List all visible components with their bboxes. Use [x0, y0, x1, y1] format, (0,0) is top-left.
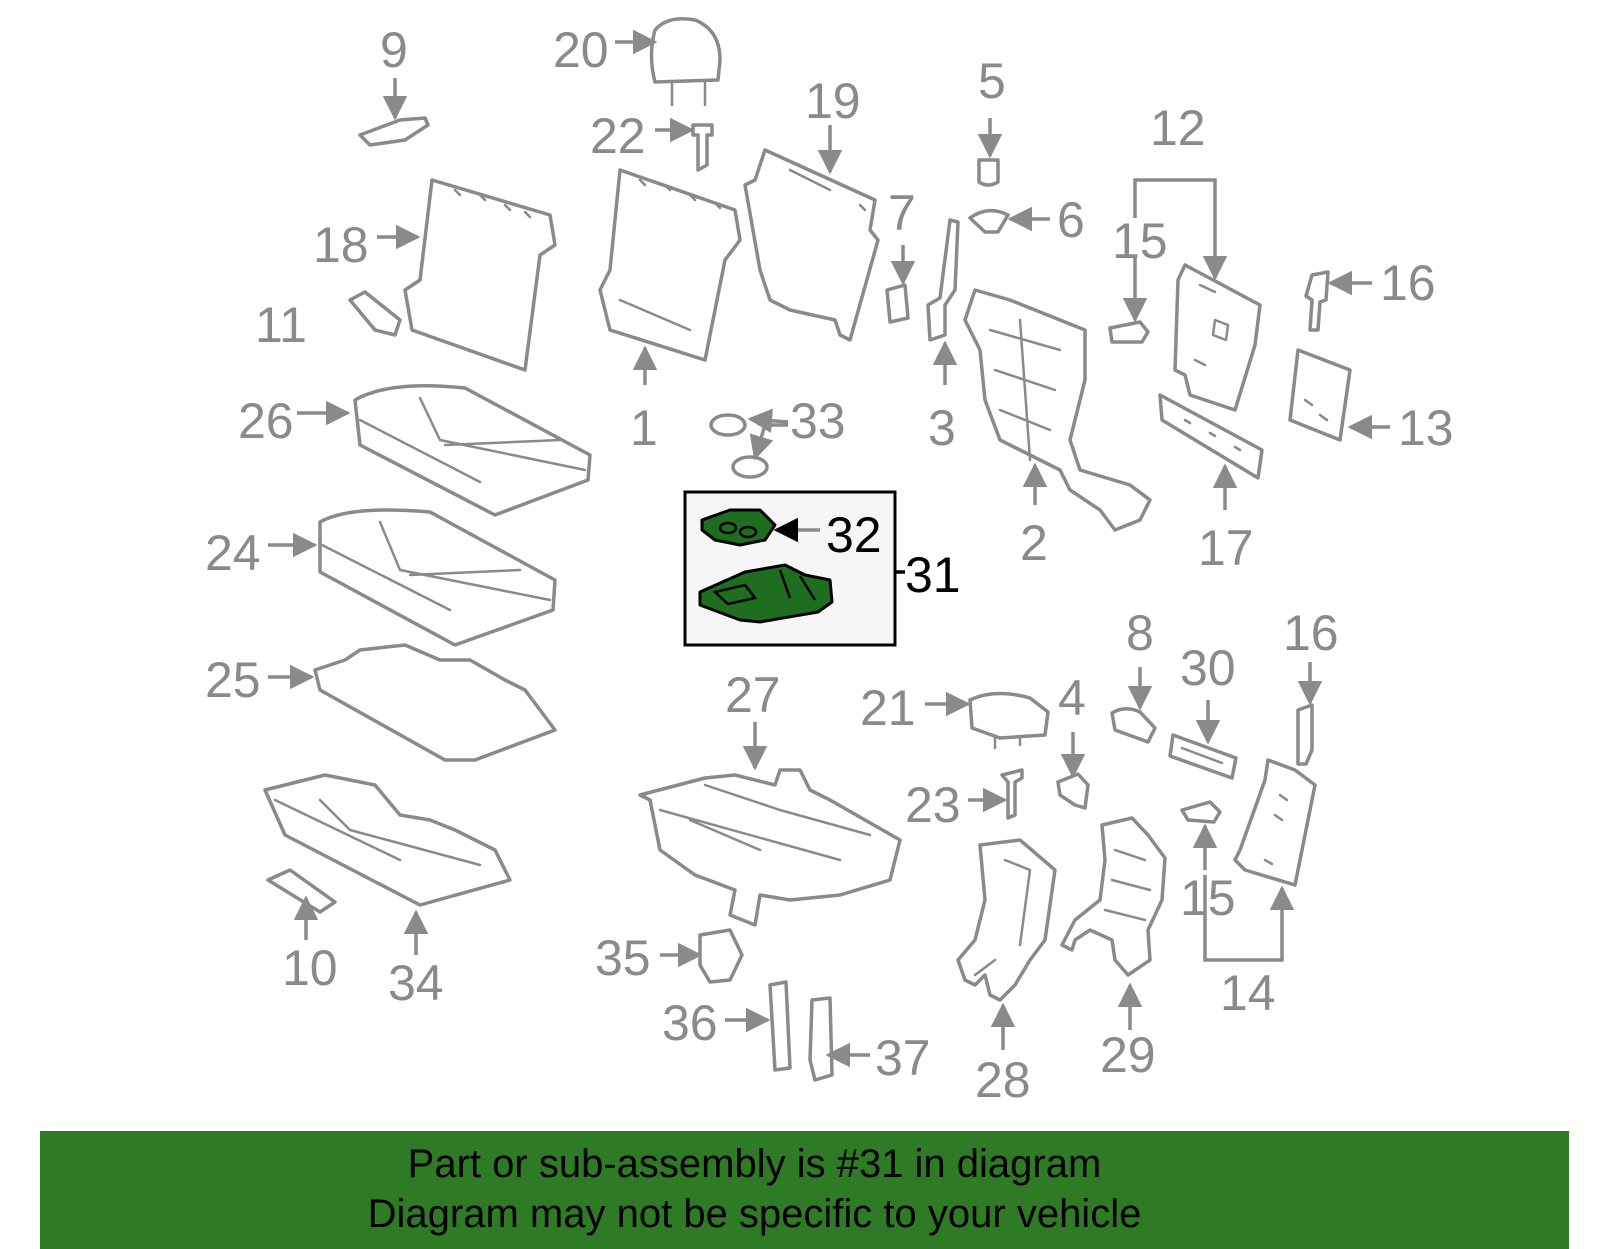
callout-28: 28 [975, 1052, 1031, 1108]
callout-35: 35 [595, 930, 651, 986]
part-16-clip-upper [1304, 270, 1330, 332]
callout-26: 26 [238, 393, 294, 449]
callout-30: 30 [1180, 640, 1236, 696]
callout-19: 19 [805, 73, 861, 129]
banner-part-note: Part or sub-assembly is #31 in diagram [407, 1142, 1102, 1186]
callout-12: 12 [1150, 100, 1206, 156]
callout-8: 8 [1126, 605, 1154, 661]
part-27-console-base [638, 768, 902, 927]
callout-1: 1 [630, 400, 658, 456]
part-15-bolt-lower [1180, 800, 1222, 824]
part-26-cushion [353, 383, 592, 517]
callout-4: 4 [1058, 670, 1086, 726]
callout-25: 25 [205, 652, 261, 708]
part-25-pad [313, 643, 557, 762]
callout-23: 23 [905, 777, 961, 833]
part-22-pin [691, 123, 714, 172]
part-34-tray [263, 773, 512, 907]
part-13-panel [1288, 348, 1352, 442]
part-19-back-board [743, 148, 880, 342]
callout-18: 18 [313, 217, 369, 273]
highlight-box-31 [683, 490, 897, 647]
part-35-clip [698, 928, 744, 984]
info-banner: Part or sub-assembly is #31 in diagram D… [40, 1131, 1569, 1249]
callout-2: 2 [1020, 515, 1048, 571]
part-20-headrest [649, 17, 722, 107]
callout-36: 36 [662, 995, 718, 1051]
part-3-bracket [926, 218, 960, 342]
callout-32: 32 [826, 507, 882, 563]
callout-17: 17 [1198, 520, 1254, 576]
part-16-clip-lower [1296, 703, 1314, 766]
callout-24: 24 [205, 525, 261, 581]
callout-5: 5 [978, 53, 1006, 109]
callout-6: 6 [1057, 192, 1085, 248]
callout-labels: 9 20 22 19 5 12 6 7 18 15 16 11 26 33 1 … [205, 22, 1454, 1108]
part-7-cover [885, 283, 910, 324]
leader-lines [268, 29, 1390, 1068]
part-18-seatback-panel [403, 178, 557, 372]
part-32-highlight [700, 508, 777, 547]
callout-27: 27 [725, 667, 781, 723]
part-23-pin [1000, 768, 1024, 820]
callout-29: 29 [1100, 1027, 1156, 1083]
part-1-seatback [598, 168, 742, 362]
part-17-rail [1158, 393, 1264, 480]
callout-34: 34 [388, 955, 444, 1011]
callout-20: 20 [553, 22, 609, 78]
callout-22: 22 [590, 108, 646, 164]
callout-3: 3 [928, 400, 956, 456]
part-21-headrest [968, 691, 1050, 750]
callout-37: 37 [875, 1030, 931, 1086]
part-10-clip [266, 868, 337, 914]
part-36-strip [768, 980, 792, 1072]
part-12-panel [1173, 263, 1262, 412]
callout-15-upper: 15 [1112, 213, 1168, 269]
callout-21: 21 [860, 680, 916, 736]
part-8-clip [1110, 707, 1157, 744]
part-14-panel [1233, 758, 1317, 887]
callout-14: 14 [1220, 965, 1276, 1021]
part-29-bracket [1060, 816, 1167, 977]
callout-13: 13 [1398, 400, 1454, 456]
part-5-cap [977, 158, 1000, 187]
part-31-highlight [698, 563, 834, 624]
part-30-bracket [1168, 733, 1238, 780]
callout-16-upper: 16 [1380, 255, 1436, 311]
callout-7: 7 [888, 185, 916, 241]
part-15-bolt-upper [1108, 320, 1150, 344]
callout-9: 9 [380, 22, 408, 78]
part-9-bracket [358, 116, 430, 147]
callout-31: 31 [905, 547, 961, 603]
callout-11: 11 [255, 297, 307, 353]
part-4-clip [1056, 772, 1090, 810]
banner-vehicle-disclaimer: Diagram may not be specific to your vehi… [367, 1192, 1142, 1236]
part-2-frame [963, 288, 1152, 532]
part-24-cushion-cover [318, 508, 557, 647]
callout-10: 10 [282, 940, 338, 996]
callout-16-lower: 16 [1283, 605, 1339, 661]
callout-33: 33 [790, 393, 846, 449]
part-37-strip [808, 996, 834, 1082]
callout-15-lower: 15 [1180, 870, 1236, 926]
part-11-clip [348, 290, 402, 337]
part-6-button [968, 208, 1010, 234]
part-28-console-arm [956, 838, 1057, 1002]
